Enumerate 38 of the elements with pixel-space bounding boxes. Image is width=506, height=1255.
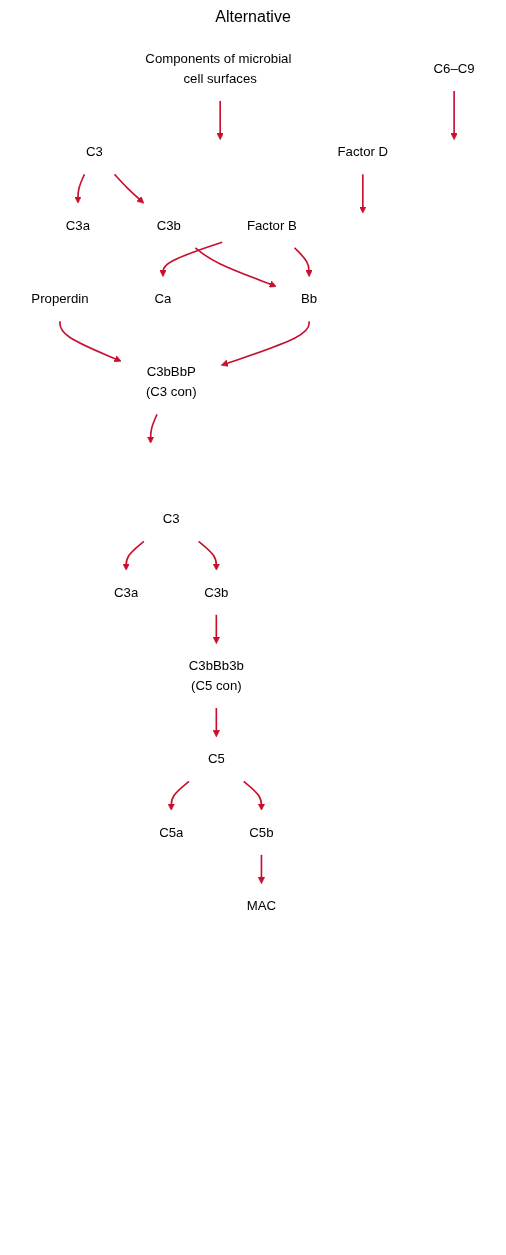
node-text: MAC bbox=[246, 898, 277, 913]
arrow bbox=[257, 854, 266, 885]
arrow bbox=[359, 173, 367, 214]
node-text: C5b bbox=[249, 825, 274, 840]
node-text: Components of microbial cell surfaces bbox=[145, 51, 292, 86]
arrow bbox=[122, 540, 145, 571]
node-text: C5 bbox=[207, 751, 225, 766]
arrow bbox=[293, 246, 313, 277]
arrow bbox=[197, 540, 220, 571]
arrow bbox=[242, 780, 266, 811]
node-text: C3 bbox=[162, 511, 180, 526]
node-text: C3a bbox=[65, 218, 91, 233]
arrow bbox=[74, 173, 86, 204]
node-text: C3bBb3b (C5 con) bbox=[188, 658, 244, 693]
node-text: C3 bbox=[86, 144, 103, 159]
arrow bbox=[159, 241, 224, 277]
arrow bbox=[220, 320, 310, 367]
node-text: C3bBbP (C3 con) bbox=[145, 364, 197, 399]
node-text: Properdin bbox=[31, 291, 89, 306]
arrow bbox=[167, 780, 190, 811]
arrow bbox=[212, 707, 220, 738]
node-text: C6–C9 bbox=[433, 61, 475, 76]
node-text: C3b bbox=[156, 218, 181, 233]
arrow bbox=[59, 320, 122, 363]
node-text: Ca bbox=[154, 291, 172, 306]
arrow bbox=[147, 413, 158, 444]
arrow bbox=[113, 173, 145, 204]
node-text: C5a bbox=[159, 825, 184, 840]
arrow bbox=[212, 614, 220, 644]
node-text: C3a bbox=[114, 585, 139, 600]
node-text: Factor B bbox=[246, 218, 297, 233]
node-text: Bb bbox=[301, 291, 318, 306]
node-text: Factor D bbox=[337, 144, 389, 159]
arrow bbox=[194, 246, 277, 288]
node-text: C3b bbox=[204, 585, 229, 600]
arrow bbox=[216, 100, 224, 141]
diagram-title: Alternative bbox=[214, 8, 292, 26]
arrow bbox=[450, 90, 458, 141]
